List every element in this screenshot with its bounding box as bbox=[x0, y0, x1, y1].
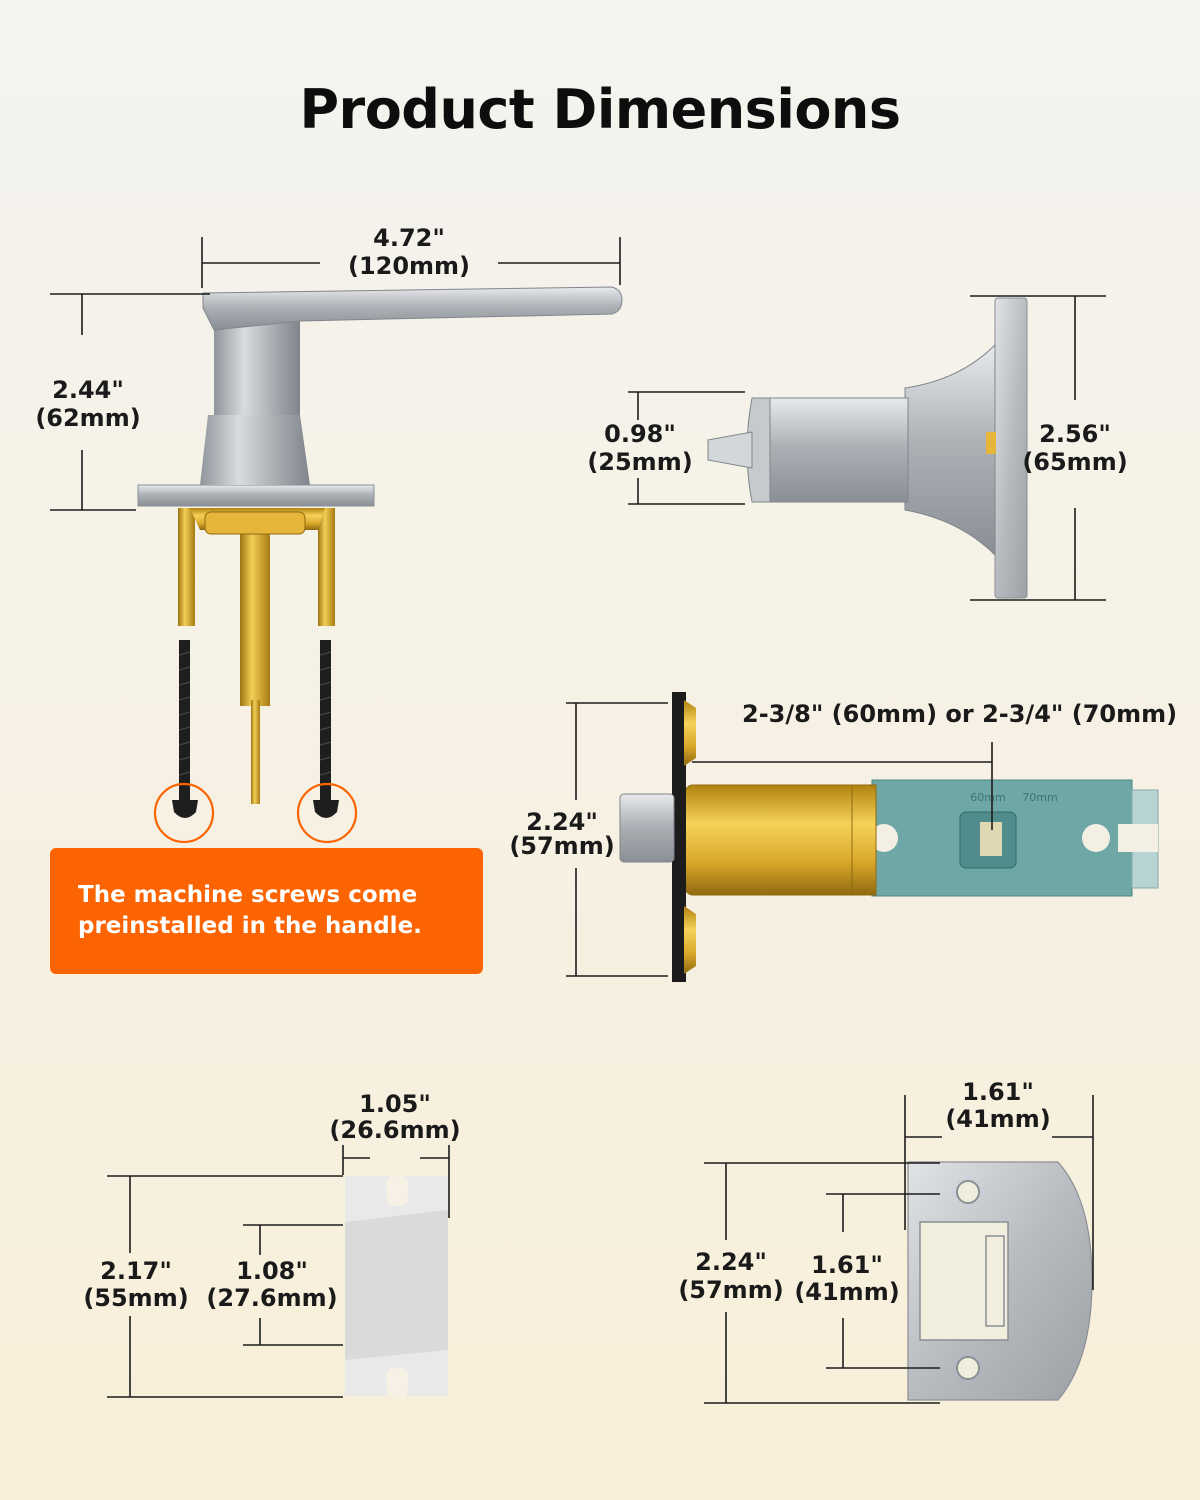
strike-box-width-in: 1.05" bbox=[359, 1090, 431, 1118]
strike-plate-holes-in: 1.61" bbox=[811, 1251, 883, 1279]
latch-tab-70: 70mm bbox=[1022, 791, 1057, 804]
latch-plate-height-in: 2.24" bbox=[526, 808, 598, 836]
strike-box-width-mm: (26.6mm) bbox=[329, 1116, 460, 1144]
strike-plate-width-mm: (41mm) bbox=[945, 1105, 1050, 1133]
latch-tab-60: 60mm bbox=[970, 791, 1005, 804]
strike-box-inner-mm: (27.6mm) bbox=[206, 1284, 337, 1312]
strike-box-inner-in: 1.08" bbox=[236, 1257, 308, 1285]
strike-plate-height-in: 2.24" bbox=[695, 1248, 767, 1276]
callout-line-1: The machine screws come bbox=[78, 882, 418, 908]
rose-height-mm: (65mm) bbox=[1022, 448, 1127, 476]
latch-assembly: 60mm 70mm bbox=[619, 692, 1159, 982]
latch-backset-label: 2-3/8" (60mm) or 2-3/4" (70mm) bbox=[742, 700, 1177, 728]
screw-highlight-right bbox=[296, 782, 358, 844]
spindle bbox=[240, 520, 270, 706]
strike-box-height-mm: (55mm) bbox=[83, 1284, 188, 1312]
handle-width-mm: (120mm) bbox=[348, 252, 470, 280]
mounting-post-left bbox=[178, 508, 195, 626]
page-title: Product Dimensions bbox=[299, 78, 901, 141]
spindle-length-mm: (25mm) bbox=[587, 448, 692, 476]
latch-plate-height-mm: (57mm) bbox=[509, 832, 614, 860]
machine-screw-left bbox=[172, 640, 198, 818]
lever-handle bbox=[137, 286, 623, 844]
spindle-length-in: 0.98" bbox=[604, 420, 676, 448]
screw-highlight-left bbox=[153, 782, 215, 844]
machine-screw-right bbox=[313, 640, 339, 818]
mounting-post-right bbox=[318, 508, 335, 626]
handle-height-mm: (62mm) bbox=[35, 404, 140, 432]
strike-plate-width-in: 1.61" bbox=[962, 1078, 1034, 1106]
preinstalled-screws-callout: The machine screws come preinstalled in … bbox=[50, 848, 483, 974]
strike-plate bbox=[907, 1161, 1093, 1401]
rose-side-view bbox=[707, 297, 1028, 599]
strike-plate-holes-mm: (41mm) bbox=[794, 1278, 899, 1306]
callout-line-2: preinstalled in the handle. bbox=[78, 913, 422, 939]
strike-box-height-in: 2.17" bbox=[100, 1257, 172, 1285]
rose-height-in: 2.56" bbox=[1039, 420, 1111, 448]
strike-plate-height-mm: (57mm) bbox=[678, 1276, 783, 1304]
handle-height-in: 2.44" bbox=[52, 376, 124, 404]
handle-width-in: 4.72" bbox=[373, 224, 445, 252]
strike-box bbox=[345, 1176, 448, 1398]
